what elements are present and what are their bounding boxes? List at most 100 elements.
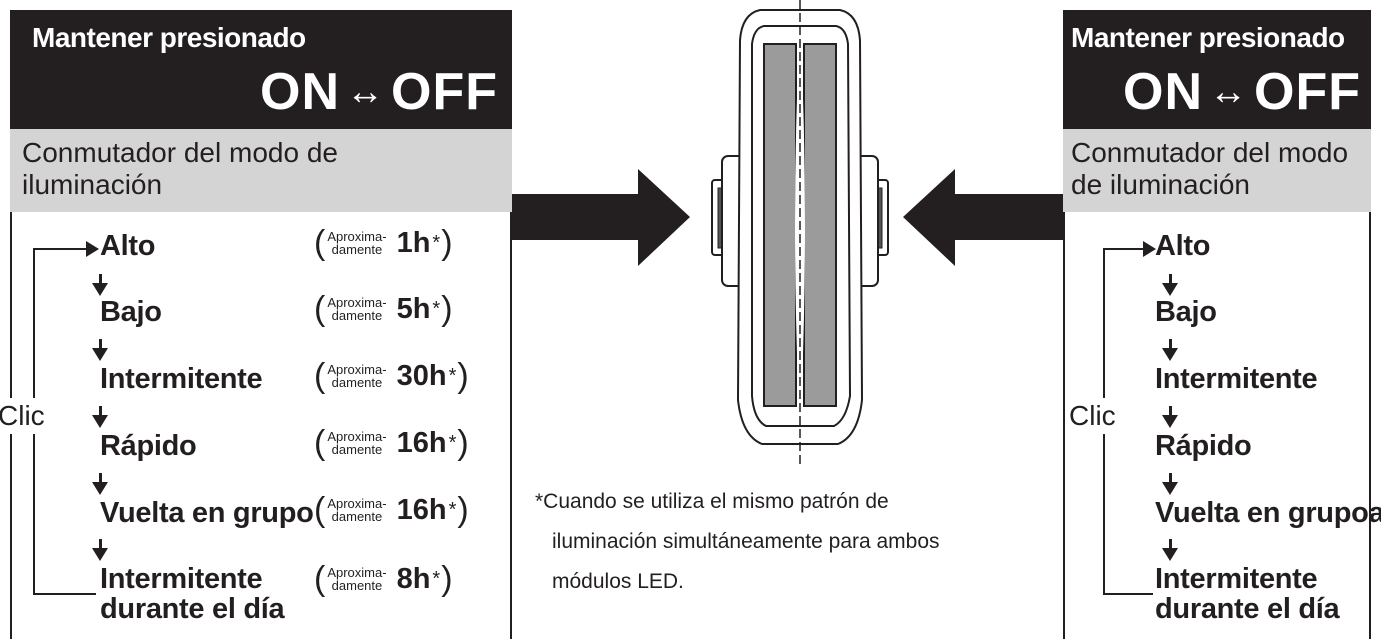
mode-name-vuelta-en-grupo: Vuelta en grupo bbox=[100, 497, 314, 529]
footnote-line3: módulos LED. bbox=[552, 570, 684, 593]
asterisk: * bbox=[432, 567, 441, 590]
asterisk: * bbox=[432, 297, 441, 320]
down-arrow-icon bbox=[92, 274, 108, 296]
asterisk: * bbox=[432, 231, 441, 254]
double-arrow-icon: ↔ bbox=[346, 71, 386, 113]
runtime-vuelta-en-grupo: ( Aproxima-damente 16h * ) bbox=[314, 493, 469, 527]
runtime-hours: 16h bbox=[396, 426, 447, 459]
left-led-lens bbox=[763, 43, 797, 407]
down-arrow-icon bbox=[92, 539, 108, 561]
approx-text: Aproxima-damente bbox=[327, 229, 387, 257]
paren-open: ( bbox=[314, 491, 326, 529]
paren-close: ) bbox=[457, 491, 469, 529]
mode-name-intermitente-dia: Intermitente durante el día bbox=[1155, 563, 1340, 625]
runtime-alto: ( Aproxima-damente 1h * ) bbox=[314, 226, 453, 260]
paren-open: ( bbox=[314, 424, 326, 462]
approx-text: Aproxima-damente bbox=[327, 295, 387, 323]
asterisk: * bbox=[448, 498, 457, 521]
runtime-rapido: ( Aproxima-damente 16h * ) bbox=[314, 426, 469, 460]
loop-arrowhead-icon bbox=[86, 241, 99, 257]
down-arrow-icon bbox=[92, 339, 108, 361]
down-arrow-icon bbox=[1162, 539, 1178, 561]
runtime-hours: 30h bbox=[396, 359, 447, 392]
mode-name-vuelta-en-grupo: Vuelta en grupoa bbox=[1155, 497, 1381, 529]
right-pointing-arrow-icon bbox=[512, 169, 690, 266]
runtime-hours: 5h bbox=[396, 292, 431, 325]
runtime-intermitente: ( Aproxima-damente 30h * ) bbox=[314, 359, 469, 393]
footnote: *Cuando se utiliza el mismo patrón de il… bbox=[535, 482, 1005, 602]
runtime-intermitente-dia: ( Aproxima-damente 8h * ) bbox=[314, 562, 453, 596]
runtime-bajo: ( Aproxima-damente 5h * ) bbox=[314, 292, 453, 326]
mode-switch-box: Conmutador del modo de iluminación bbox=[10, 129, 512, 212]
mode-switch-title-line1: Conmutador del modo de bbox=[22, 137, 338, 168]
down-arrow-icon bbox=[1162, 339, 1178, 361]
paren-open: ( bbox=[314, 224, 326, 262]
paren-open: ( bbox=[314, 357, 326, 395]
left-button-panel: Mantener presionado ON ↔ OFF Conmutador … bbox=[0, 10, 512, 639]
approx-text: Aproxima-damente bbox=[327, 429, 387, 457]
runtime-hours: 16h bbox=[396, 493, 447, 526]
loop-bottom-line bbox=[33, 593, 96, 595]
off-label: OFF bbox=[1254, 63, 1361, 121]
bike-light-device-icon bbox=[711, 0, 889, 465]
runtime-hours: 1h bbox=[396, 226, 431, 259]
mode-cycle-list: Clic Alto ( Aproxima-damente 1h * ) Bajo… bbox=[0, 212, 510, 639]
click-label: Clic bbox=[0, 398, 45, 434]
mode-name-bajo: Bajo bbox=[100, 296, 162, 328]
on-off-toggle-label: ON ↔ OFF bbox=[1123, 62, 1361, 122]
asterisk: * bbox=[448, 364, 457, 387]
runtime-hours: 8h bbox=[396, 562, 431, 595]
paren-close: ) bbox=[457, 424, 469, 462]
approx-text: Aproxima-damente bbox=[327, 565, 387, 593]
loop-arrowhead-icon bbox=[1143, 241, 1156, 257]
hold-instruction: Mantener presionado bbox=[32, 22, 306, 53]
loop-top-line bbox=[33, 248, 88, 250]
right-button-panel: Mantener presionado ON ↔ OFF Conmutador … bbox=[1063, 10, 1381, 639]
mode-name-intermitente: Intermitente bbox=[100, 363, 263, 395]
footnote-line1: *Cuando se utiliza el mismo patrón de bbox=[535, 490, 889, 513]
mode-name-intermitente-dia: Intermitente durante el día bbox=[100, 563, 285, 625]
mode-switch-title-line2: iluminación bbox=[22, 169, 163, 200]
loop-top-line bbox=[1103, 248, 1145, 250]
mode-switch-box: Conmutador del modo de iluminación bbox=[1063, 129, 1371, 212]
down-arrow-icon bbox=[1162, 406, 1178, 428]
mode-name-rapido: Rápido bbox=[1155, 430, 1252, 462]
mode-name-bajo: Bajo bbox=[1155, 296, 1217, 328]
loop-bottom-line bbox=[1103, 593, 1153, 595]
hold-instruction: Mantener presionado bbox=[1071, 22, 1345, 53]
paren-close: ) bbox=[441, 224, 453, 262]
click-label: Clic bbox=[1069, 398, 1116, 434]
paren-close: ) bbox=[441, 290, 453, 328]
mode-name-alto: Alto bbox=[100, 230, 156, 262]
down-arrow-icon bbox=[1162, 274, 1178, 296]
asterisk: * bbox=[448, 431, 457, 454]
mode-switch-title: Conmutador del modo de iluminación bbox=[22, 137, 338, 201]
mode-cycle-list: Clic Alto Bajo Intermitente Rápido Vuelt… bbox=[1065, 212, 1381, 639]
paren-open: ( bbox=[314, 290, 326, 328]
mode-name-rapido: Rápido bbox=[100, 430, 197, 462]
down-arrow-icon bbox=[92, 406, 108, 428]
down-arrow-icon bbox=[92, 473, 108, 495]
right-led-lens bbox=[803, 43, 837, 407]
mode-list-area: Clic Alto Bajo Intermitente Rápido Vuelt… bbox=[1063, 212, 1381, 639]
down-arrow-icon bbox=[1162, 473, 1178, 495]
mode-switch-title: Conmutador del modo de iluminación bbox=[1071, 137, 1348, 201]
approx-text: Aproxima-damente bbox=[327, 362, 387, 390]
on-label: ON bbox=[260, 63, 341, 121]
hold-power-box: Mantener presionado ON ↔ OFF bbox=[10, 10, 512, 129]
footnote-line2: iluminación simultáneamente para ambos bbox=[552, 530, 940, 553]
mode-name-alto: Alto bbox=[1155, 230, 1211, 262]
approx-text: Aproxima-damente bbox=[327, 496, 387, 524]
on-label: ON bbox=[1123, 63, 1204, 121]
mode-name-intermitente: Intermitente bbox=[1155, 363, 1318, 395]
double-arrow-icon: ↔ bbox=[1209, 71, 1249, 113]
on-off-toggle-label: ON ↔ OFF bbox=[260, 62, 498, 122]
paren-open: ( bbox=[314, 560, 326, 598]
off-label: OFF bbox=[391, 63, 498, 121]
mode-switch-title-line2: de iluminación bbox=[1071, 169, 1250, 200]
left-pointing-arrow-icon bbox=[903, 169, 1063, 266]
hold-power-box: Mantener presionado ON ↔ OFF bbox=[1063, 10, 1371, 129]
paren-close: ) bbox=[441, 560, 453, 598]
mode-list-area: Clic Alto ( Aproxima-damente 1h * ) Bajo… bbox=[0, 212, 512, 639]
